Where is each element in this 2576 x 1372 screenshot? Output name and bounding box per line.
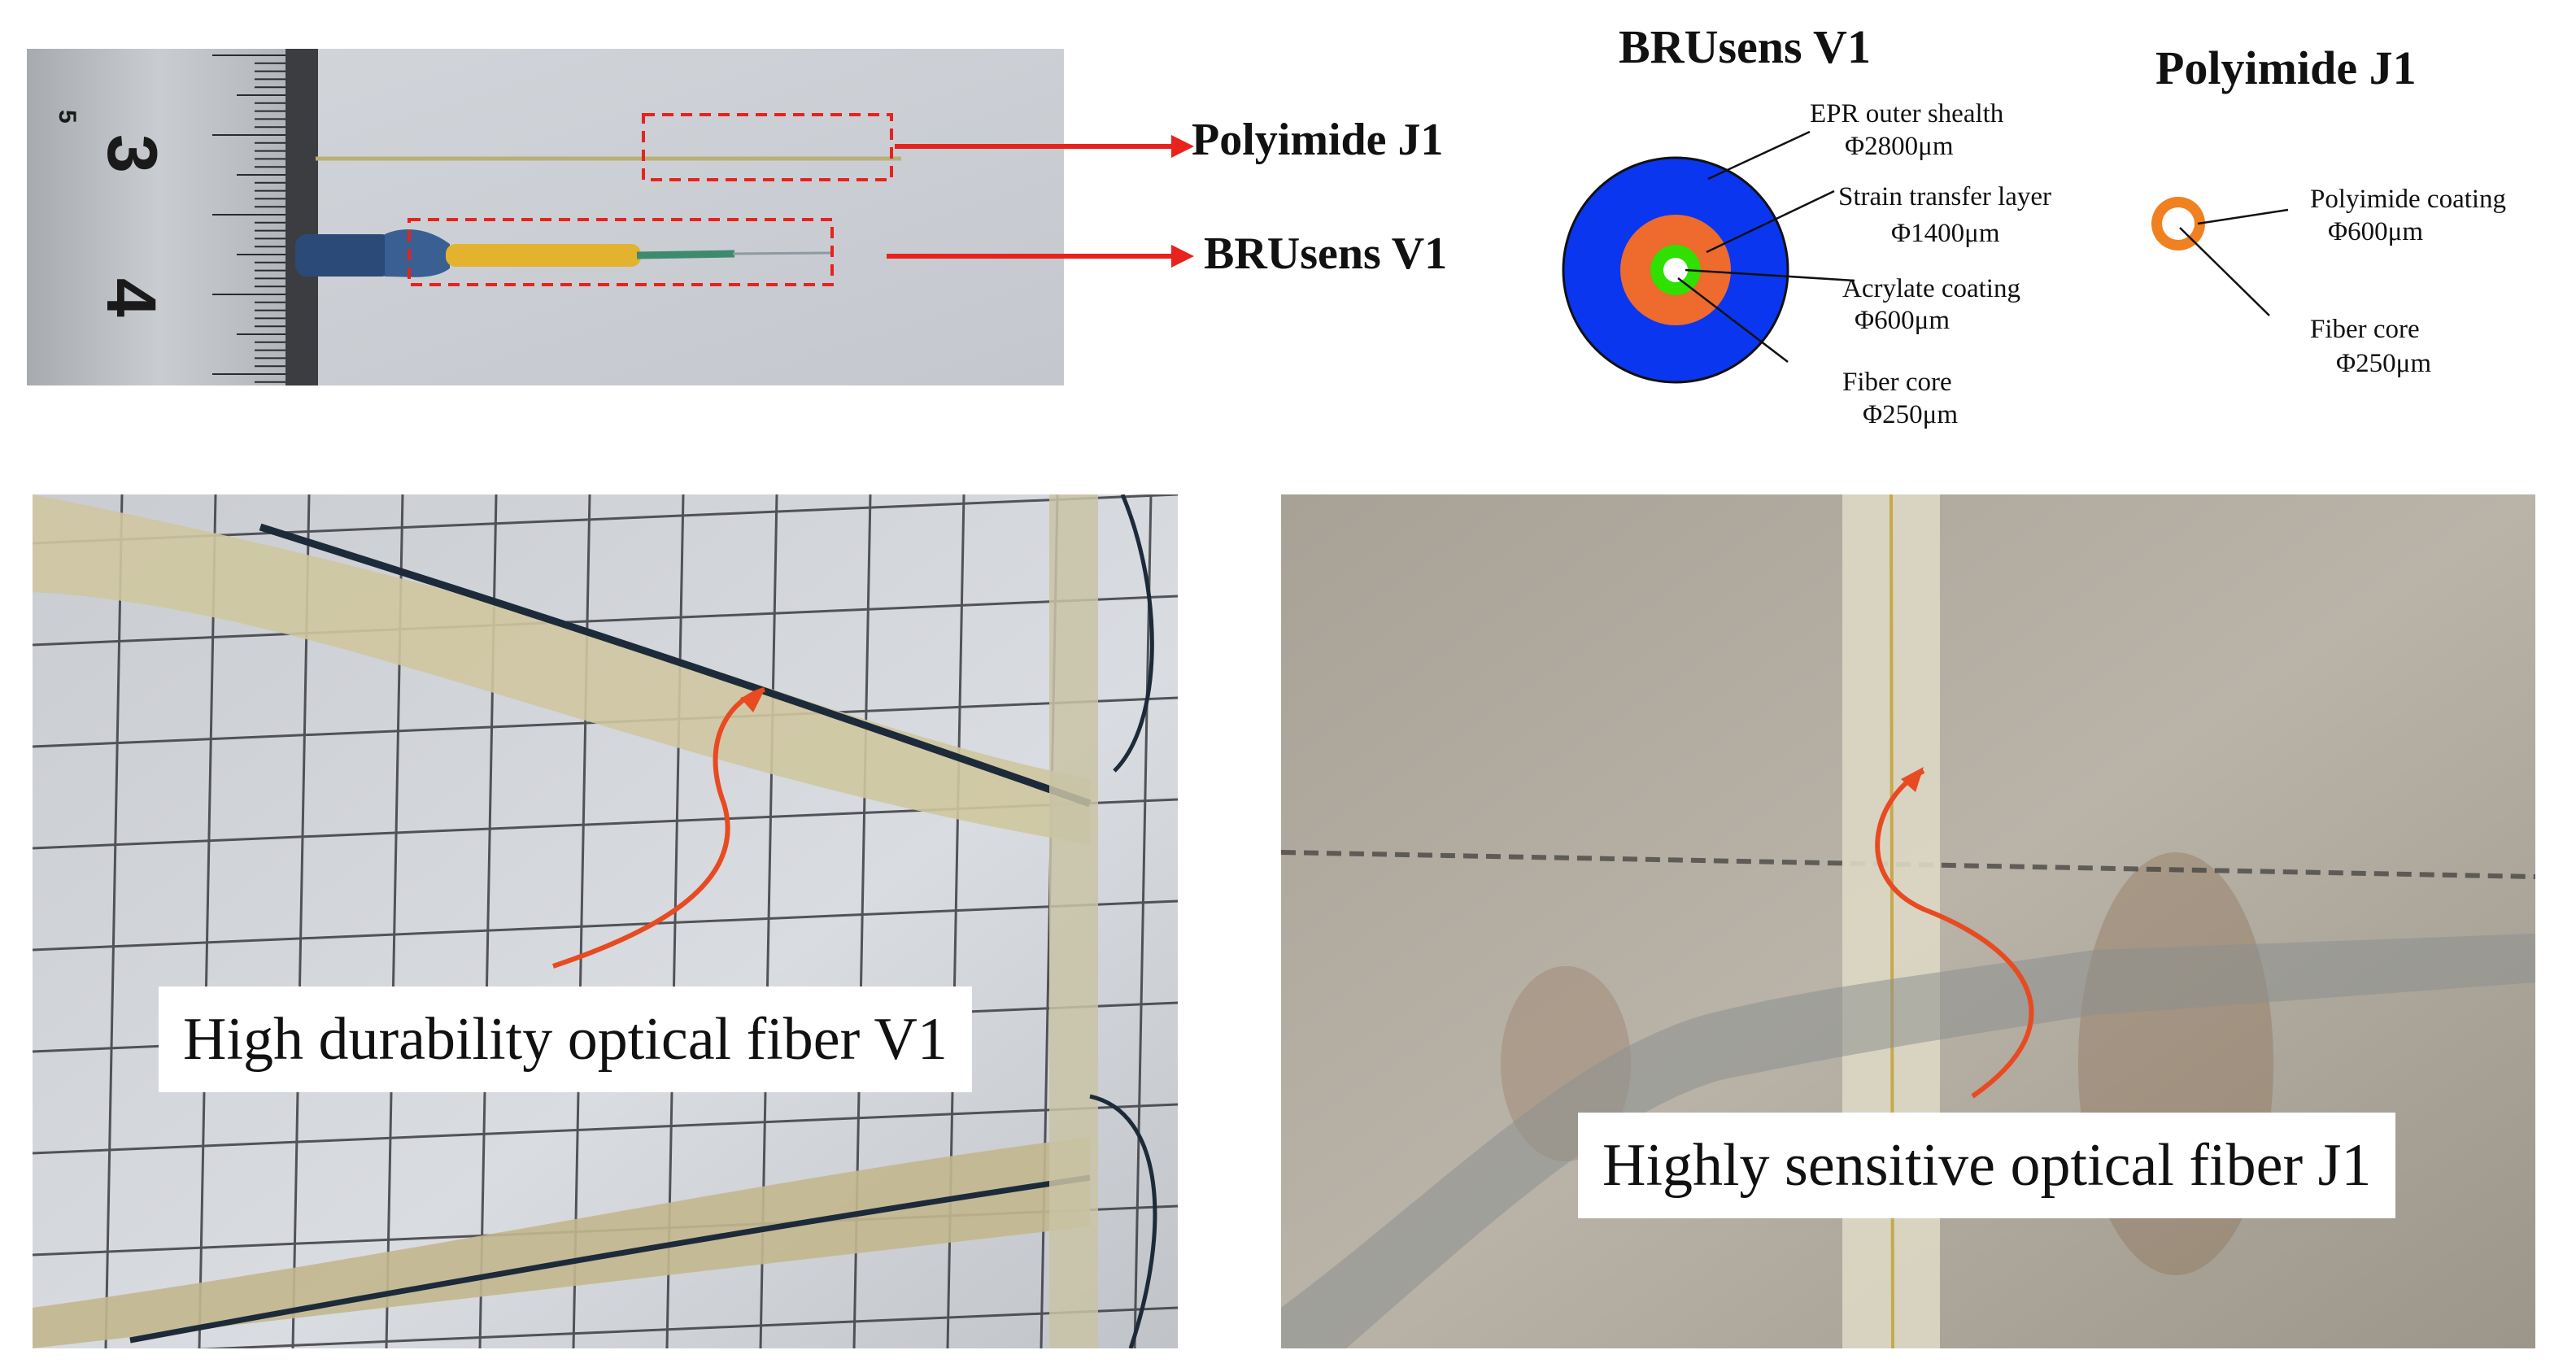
polyimide-label: Polyimide J1	[1192, 115, 1444, 165]
brusens-strain-layer	[446, 244, 641, 267]
brusens-arrow-head	[1171, 245, 1194, 268]
grid-line-horizontal	[33, 1103, 1178, 1155]
leader-epr	[1707, 130, 1811, 181]
strain-layer-dim: Φ1400μm	[1891, 219, 2000, 248]
brusens-label: BRUsens V1	[1204, 229, 1448, 279]
v1-callout-arrow-head	[740, 690, 765, 712]
ruler-ticks	[212, 54, 285, 383]
j1-installation-canvas	[1281, 494, 2535, 1348]
strain-layer-name: Strain transfer layer	[1838, 182, 2052, 211]
acrylate-layer-name: Acrylate coating	[1842, 274, 2020, 303]
grid-line-horizontal	[194, 1306, 1178, 1348]
polyimide-cross-section	[2151, 197, 2289, 316]
polyimide-dashed-box	[642, 113, 893, 181]
j1-diagonal-adhesive	[1281, 934, 2535, 1348]
epr-layer-dim: Φ2800μm	[1845, 132, 1954, 161]
grid-line-horizontal	[33, 595, 1178, 647]
adhesive-strip-upper	[33, 494, 1090, 844]
leader-acrylate	[1685, 268, 1855, 282]
v1-installation-photo: High durability optical fiber V1	[33, 494, 1178, 1348]
fiber-sample-photo-canvas: 5 3 4	[27, 49, 1064, 385]
brusens-diagram-title: BRUsens V1	[1619, 20, 1871, 73]
brusens-acrylate-fiber	[636, 250, 735, 259]
brusens-core-dim: Φ250μm	[1863, 400, 1958, 429]
brusens-bare-fiber	[732, 251, 833, 255]
brusens-cable-end	[385, 229, 450, 277]
ruler-mark-3: 3	[93, 134, 171, 173]
ruler-mark-5: 5	[54, 110, 81, 124]
leader-polyimide-core	[2179, 227, 2270, 316]
brusens-cable-jacket	[295, 234, 393, 277]
polyimide-coating-name: Polyimide coating	[2310, 185, 2507, 214]
v1-fiber-loop-top	[1113, 494, 1154, 773]
fiber-sample-photo: 5 3 4	[27, 49, 1064, 385]
grid-line-horizontal	[33, 899, 1178, 952]
polyimide-coating-dim: Φ600μm	[2328, 217, 2423, 246]
polyimide-core-dim: Φ250μm	[2336, 349, 2431, 378]
leader-strain	[1706, 189, 1835, 254]
j1-fiber	[1890, 494, 1894, 1348]
ruler-edge	[285, 49, 318, 385]
polyimide-diagram-title: Polyimide J1	[2155, 41, 2417, 94]
fiber-core-circle	[1663, 258, 1688, 282]
ruler	[27, 49, 291, 385]
brusens-dashed-box	[408, 218, 834, 286]
j1-callout-arrow-line	[1875, 769, 2034, 1099]
v1-installation-canvas	[33, 494, 1178, 1348]
leader-fiber-core	[1677, 277, 1789, 363]
epr-layer-name: EPR outer shealth	[1810, 99, 2004, 128]
v1-fiber-upper	[259, 523, 1092, 808]
brusens-core-name: Fiber core	[1842, 368, 1952, 397]
v1-fiber-lower	[129, 1174, 1091, 1344]
v1-callout-label: High durability optical fiber V1	[159, 987, 972, 1092]
photo-label-arrows	[887, 135, 1194, 268]
v1-fiber-loop-bottom	[1089, 1094, 1157, 1348]
adhesive-strip-vertical	[1049, 494, 1098, 1348]
ruler-mark-4: 4	[92, 278, 170, 317]
brusens-cross-section	[1562, 130, 1855, 384]
leader-polyimide-coating	[2197, 208, 2289, 225]
j1-callout-arrow-head	[1901, 767, 1924, 792]
acrylate-layer-dim: Φ600μm	[1855, 306, 1950, 335]
grid-line-vertical	[104, 494, 124, 1348]
grid-line-vertical	[1133, 494, 1153, 1348]
polyimide-arrow-head	[1171, 135, 1194, 158]
polyimide-core-circle	[2162, 207, 2195, 240]
polyimide-core-name: Fiber core	[2310, 315, 2420, 344]
v1-callout-arrow-line	[552, 687, 765, 969]
j1-installation-photo: Highly sensitive optical fiber J1	[1281, 494, 2535, 1348]
adhesive-strip-lower	[33, 1137, 1090, 1348]
j1-callout-label: Highly sensitive optical fiber J1	[1578, 1113, 2396, 1218]
